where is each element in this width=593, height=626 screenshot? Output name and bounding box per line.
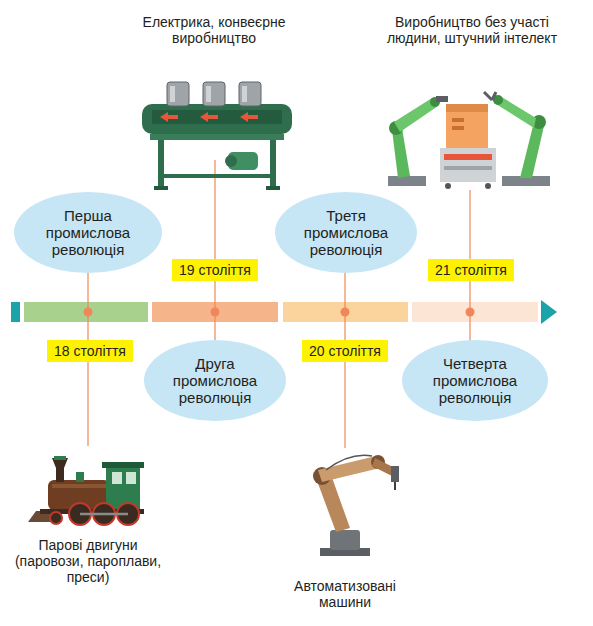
illustration-caption: Виробництво без участі людини, штучний і…	[384, 14, 560, 46]
revolution-bubble: Друга промислова революція	[144, 340, 286, 421]
robot-arm	[313, 455, 399, 556]
illustration-caption: Електрика, конвеєрне виробництво	[134, 14, 294, 46]
revolution-bubble: Четверта промислова революція	[402, 340, 548, 421]
century-tag: 19 століття	[172, 259, 258, 281]
era-segment	[24, 302, 148, 322]
century-label: 20 століття	[309, 342, 381, 360]
revolution-name: Друга промислова революція	[156, 355, 274, 406]
century-label: 18 століття	[54, 342, 126, 360]
century-tag: 18 століття	[47, 340, 133, 362]
revolution-name: Перша промислова революція	[26, 207, 150, 258]
illustration-caption: Парові двигуни (паровози, пароплави, пре…	[13, 537, 163, 585]
century-tag: 20 століття	[302, 340, 388, 362]
conveyor	[142, 82, 292, 190]
era-segment	[412, 302, 538, 322]
revolution-name: Четверта промислова революція	[414, 355, 536, 406]
bar-arrow	[541, 300, 557, 324]
era-dots	[84, 308, 475, 317]
illustration-caption: Автоматизовані машини	[275, 578, 415, 610]
robots-ai	[388, 92, 550, 189]
century-tag: 21 століття	[428, 259, 514, 281]
revolution-name: Третя промислова революція	[287, 207, 405, 258]
leader-lines	[88, 160, 470, 448]
revolution-bubble: Третя промислова революція	[275, 192, 417, 273]
century-label: 19 століття	[179, 261, 251, 279]
locomotive	[28, 456, 144, 525]
revolution-bubble: Перша промислова революція	[14, 192, 162, 273]
century-label: 21 століття	[435, 261, 507, 279]
bar-cap	[11, 302, 20, 322]
